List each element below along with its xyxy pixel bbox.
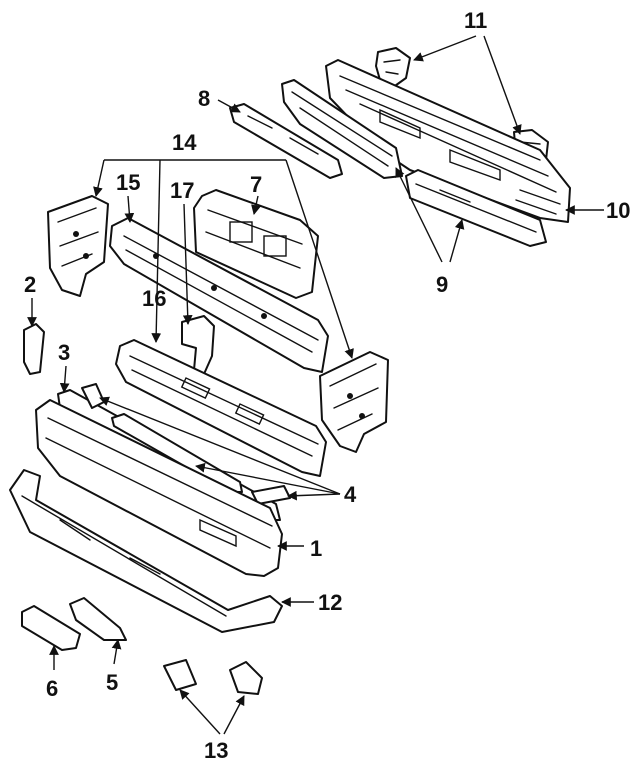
part-1-bumper-cover [35, 399, 283, 577]
part-7-support-frame [193, 189, 319, 299]
callout-labels: 1 2 3 4 5 6 7 8 9 10 11 12 13 14 15 16 1… [24, 8, 630, 763]
part-6-bracket [21, 605, 81, 651]
part-13-clip-left [163, 659, 197, 691]
part-16-lower-reinforcement [115, 339, 327, 477]
callout-10: 10 [606, 198, 630, 223]
callout-15: 15 [116, 170, 140, 195]
callout-16: 16 [142, 286, 166, 311]
callout-2: 2 [24, 272, 36, 297]
callout-13: 13 [204, 738, 228, 763]
callout-6: 6 [46, 676, 58, 701]
part-5-bracket [69, 597, 127, 641]
callout-17: 17 [170, 178, 194, 203]
leader-lines [27, 35, 604, 735]
callout-12: 12 [318, 590, 342, 615]
part-14-side-bracket-left [47, 195, 109, 297]
callout-5: 5 [106, 670, 118, 695]
callout-7: 7 [250, 172, 262, 197]
callout-14: 14 [172, 130, 197, 155]
part-4-strip-center [111, 413, 243, 493]
callout-11: 11 [464, 8, 487, 33]
callout-3: 3 [58, 340, 70, 365]
part-13-clip-right [229, 661, 263, 695]
callout-9: 9 [436, 272, 448, 297]
callout-8: 8 [198, 86, 210, 111]
callout-1: 1 [310, 536, 322, 561]
callout-4: 4 [344, 482, 357, 507]
part-12-lower-valance [9, 469, 283, 633]
part-11-bracket-upper [375, 47, 411, 89]
part-2-clip [23, 323, 45, 375]
part-14-side-bracket-right [319, 351, 389, 453]
part-15-upper-bar [109, 217, 329, 373]
part-9-absorber-upper [281, 79, 403, 179]
part-8-bracket [229, 103, 343, 179]
